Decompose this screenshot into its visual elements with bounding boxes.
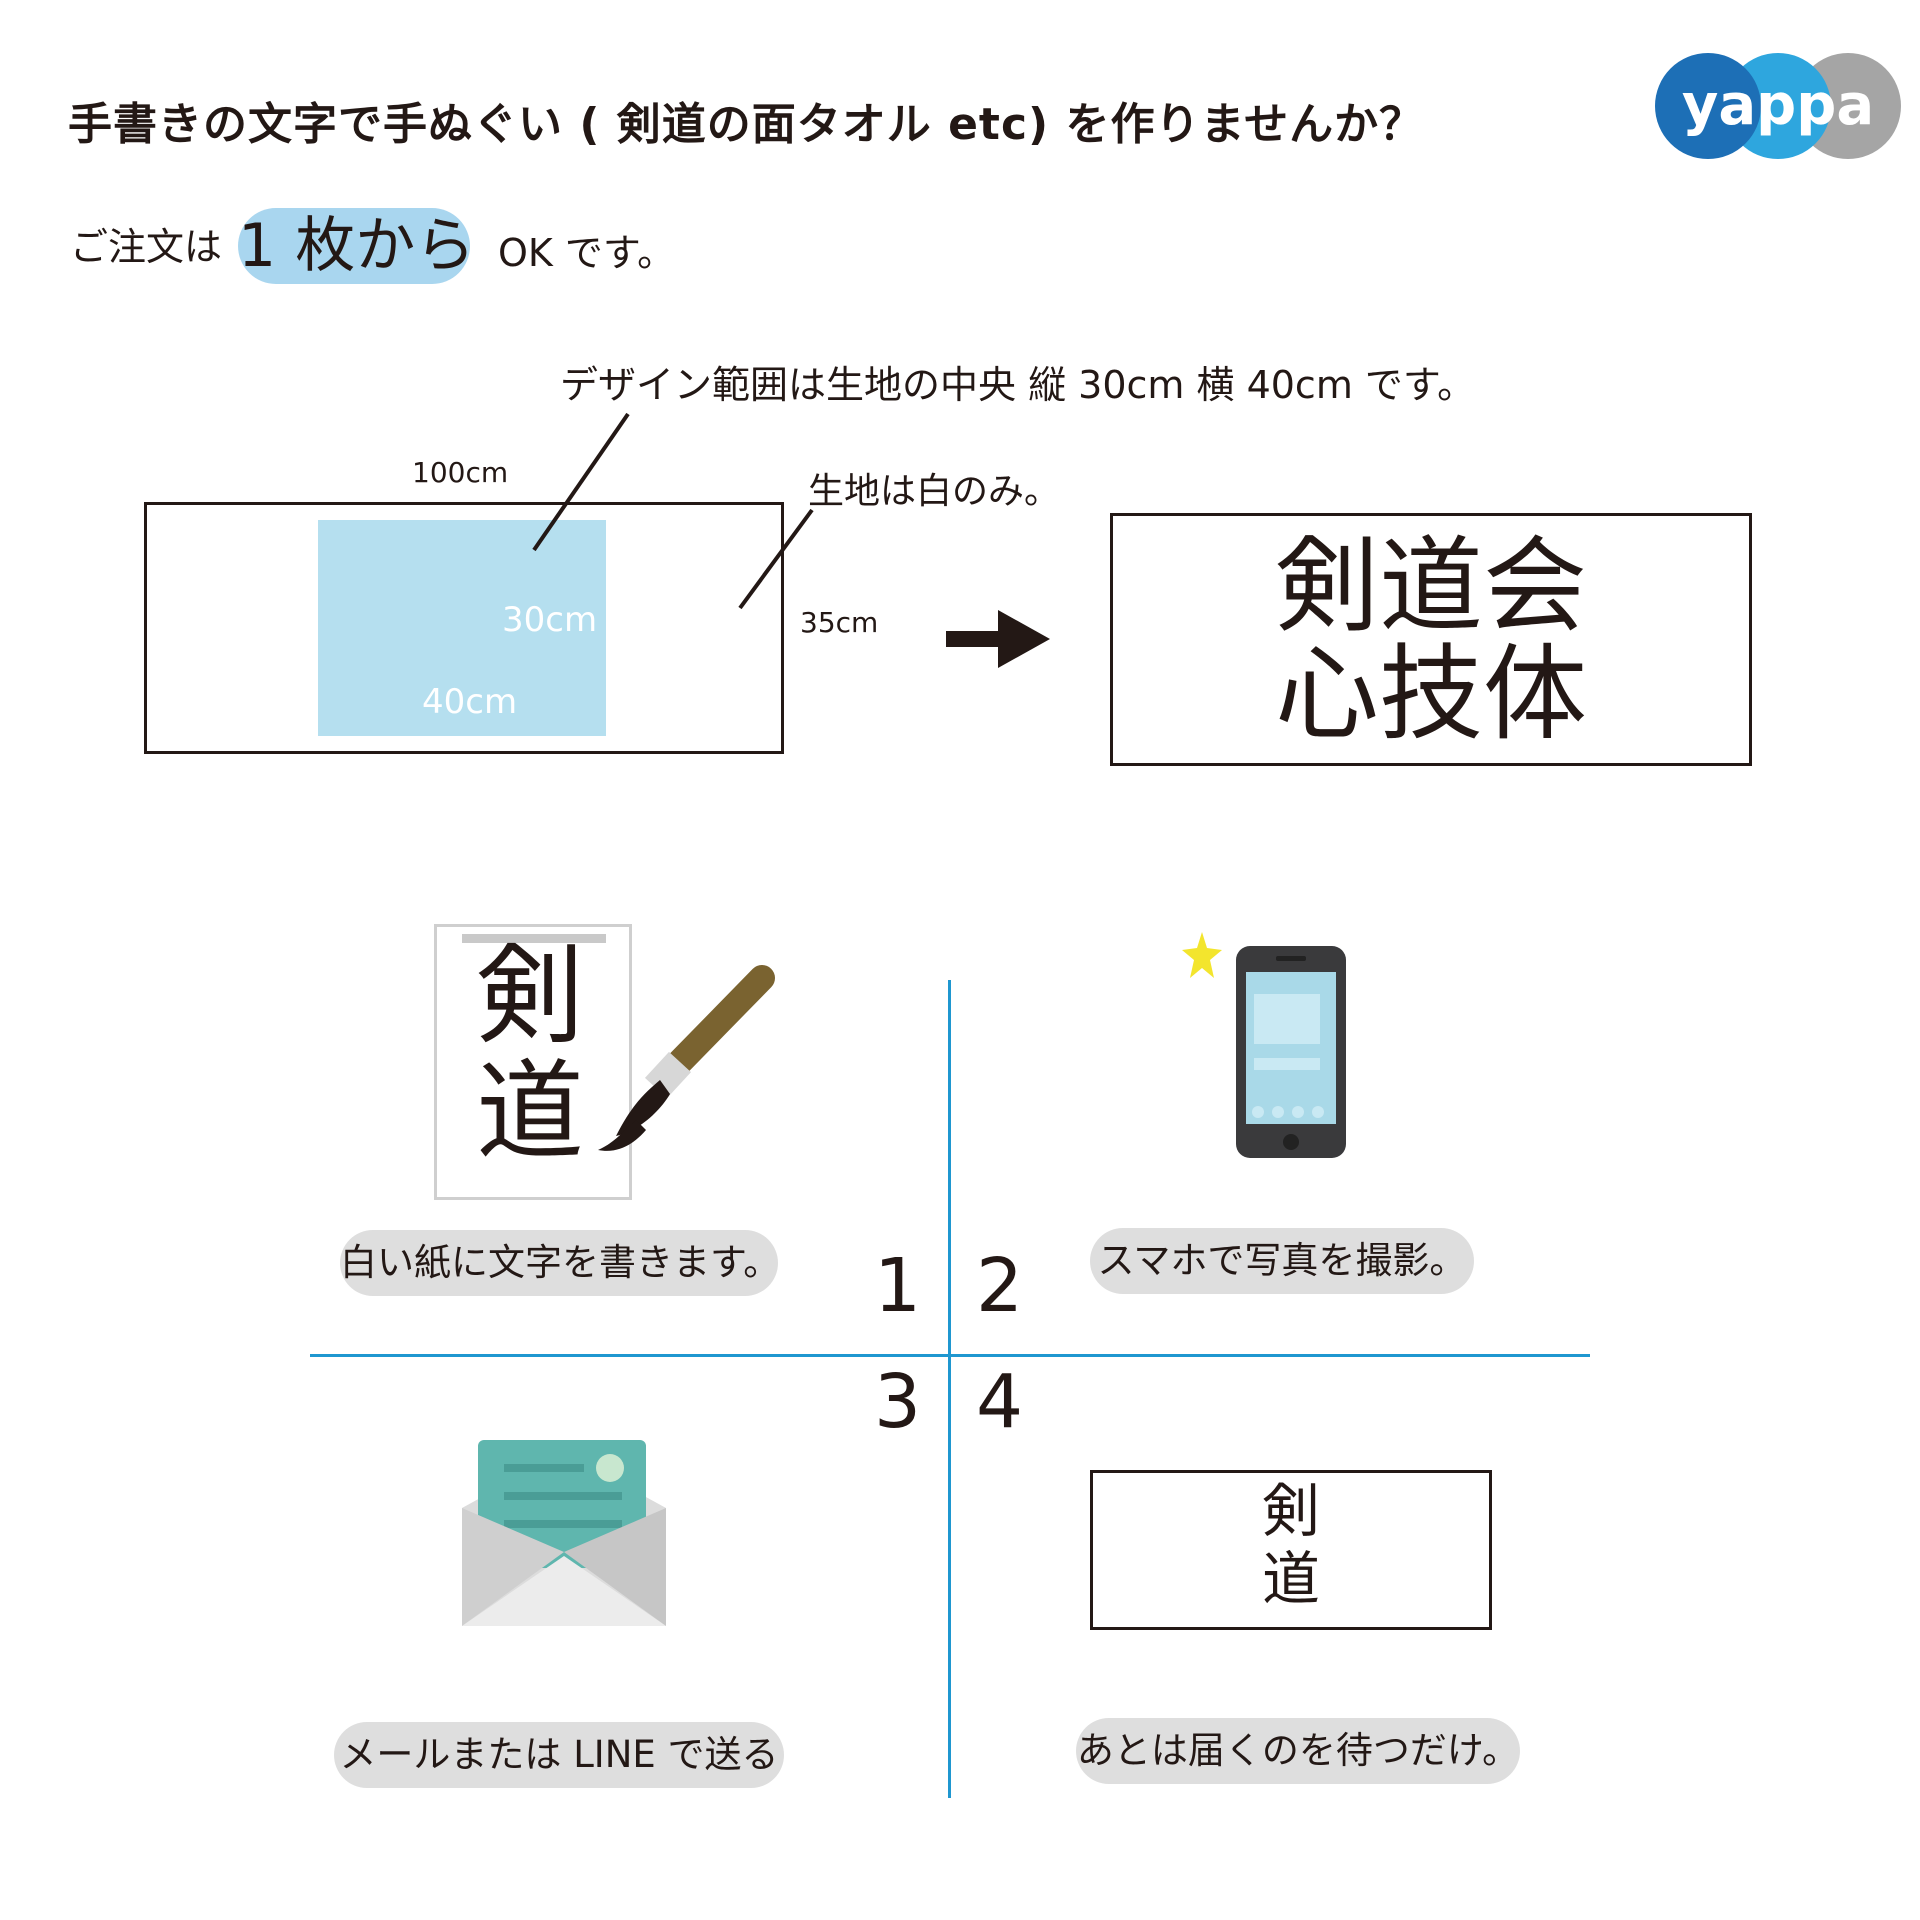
step-2-number: 2 [976, 1243, 1024, 1329]
grid-horizontal-line [310, 1354, 1590, 1357]
paper-top-bar [462, 934, 606, 943]
step-3-number: 3 [874, 1359, 922, 1445]
logo-text: yappa [1682, 73, 1874, 138]
order-highlight: 1 枚から [238, 208, 475, 284]
paper-char-2: 道 [476, 1050, 585, 1175]
leader-lines [532, 412, 814, 610]
result-towel [1110, 513, 1752, 766]
design-width-label: 40cm [422, 682, 518, 722]
brush-icon [576, 964, 776, 1164]
handwriting-paper-icon [434, 924, 632, 1200]
design-height-label: 30cm [502, 600, 598, 640]
step-1-number: 1 [874, 1243, 922, 1329]
smartphone-icon [1236, 946, 1346, 1158]
towel-char-2: 道 [1261, 1545, 1320, 1613]
result-line-2: 心技体 [1274, 633, 1587, 755]
result-line-1: 剣道会 [1274, 525, 1587, 647]
finished-towel-icon [1090, 1470, 1492, 1630]
fabric-note: 生地は白のみ。 [808, 471, 1061, 512]
design-area [318, 520, 606, 736]
order-prefix: ご注文は [70, 225, 223, 269]
paper-char-1: 剣 [476, 934, 585, 1059]
towel-char-1: 剣 [1261, 1477, 1320, 1545]
step-1-label: 白い紙に文字を書きます。 [340, 1230, 780, 1296]
towel-outline [144, 502, 784, 754]
towel-height-label: 35cm [800, 606, 879, 639]
envelope-icon [462, 1440, 666, 1626]
step-3-label: メールまたは LINE で送る [334, 1722, 784, 1788]
step-2-label: スマホで写真を撮影。 [1090, 1228, 1474, 1294]
order-suffix: OK です。 [498, 231, 676, 275]
towel-width-label: 100cm [412, 456, 509, 489]
star-icon [1182, 930, 1222, 982]
arrow-right-icon [946, 608, 1050, 670]
design-area-note: デザイン範囲は生地の中央 縦 30cm 横 40cm です。 [560, 363, 1476, 407]
grid-vertical-line [948, 980, 951, 1798]
yappa-logo: yappa [1654, 52, 1902, 160]
step-4-label: あとは届くのを待つだけ。 [1076, 1718, 1520, 1784]
page-title: 手書きの文字で手ぬぐい ( 剣道の面タオル etc) を作りませんか？ [68, 99, 1425, 150]
step-4-number: 4 [976, 1359, 1024, 1445]
